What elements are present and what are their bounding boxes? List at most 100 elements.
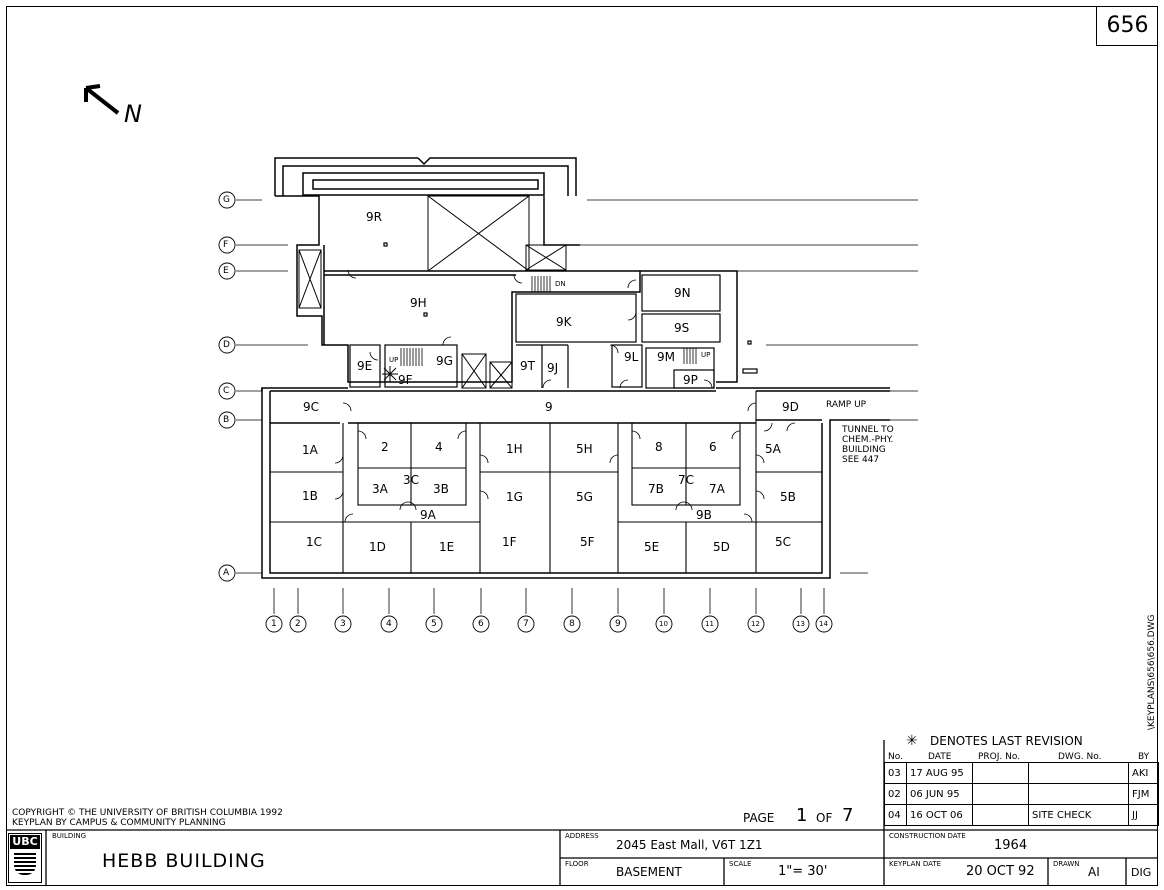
page-sep: OF (816, 811, 833, 825)
room-label: 1A (302, 443, 318, 457)
rev-proj (972, 783, 1029, 805)
copyright-line: COPYRIGHT © THE UNIVERSITY OF BRITISH CO… (12, 808, 283, 818)
room-label: 5B (780, 490, 796, 504)
rev-date: 06 JUN 95 (906, 783, 973, 805)
grid-col-label: 5 (431, 619, 437, 629)
page-current: 1 (796, 805, 808, 826)
room-label: 3A (372, 482, 388, 496)
north-label: N (124, 100, 142, 128)
rev-header: DWG. No. (1058, 752, 1102, 762)
rev-by: AKI (1128, 762, 1159, 784)
room-label: 9J (547, 361, 559, 375)
rev-by: FJM (1128, 783, 1159, 805)
room-label: 9R (366, 210, 382, 224)
revision-table: 03 17 AUG 95 AKI 02 06 JUN 95 FJM 04 16 … (884, 762, 1159, 826)
copyright-line: KEYPLAN BY CAMPUS & COMMUNITY PLANNING (12, 818, 226, 828)
room-label: 1F (502, 535, 517, 549)
room-label: 7A (709, 482, 725, 496)
table-row: 04 16 OCT 06 SITE CHECK JJ (884, 804, 1159, 826)
rev-dwg (1028, 762, 1129, 784)
room-label: 9C (303, 400, 320, 414)
stair-label: UP (701, 351, 711, 359)
building-label: BUILDING (52, 832, 87, 840)
table-row: 03 17 AUG 95 AKI (884, 762, 1159, 784)
ubc-logo-text: UBC (10, 835, 40, 849)
room-label: 5E (644, 540, 660, 554)
room-label: 9D (782, 400, 799, 414)
page-prefix: PAGE (743, 811, 775, 825)
address-value: 2045 East Mall, V6T 1Z1 (616, 838, 763, 852)
scale-label: SCALE (729, 860, 752, 868)
rev-no: 04 (884, 804, 907, 826)
grid-col-label: 1 (271, 619, 277, 629)
construction-date: 1964 (994, 838, 1028, 853)
ramp-label: RAMP UP (826, 400, 867, 410)
room-label: 3B (433, 482, 449, 496)
rev-proj (972, 804, 1029, 826)
rev-dwg: SITE CHECK (1028, 804, 1129, 826)
page-total: 7 (842, 805, 854, 826)
revision-star-icon: ✳ (906, 733, 918, 749)
grid-col-label: 9 (615, 619, 621, 629)
grid-col-label: 3 (340, 619, 346, 629)
room-label: 2 (381, 440, 389, 454)
room-label: 7B (648, 482, 664, 496)
room-label: 9S (674, 321, 690, 335)
room-label: 5A (765, 442, 781, 456)
room-label: 9K (556, 315, 572, 329)
drawn-value: AI (1088, 865, 1100, 879)
room-label: 1C (306, 535, 323, 549)
keyplan-date: 20 OCT 92 (966, 864, 1035, 879)
room-label: 1B (302, 489, 318, 503)
room-label: 9F (398, 373, 413, 387)
grid-row-label: F (223, 240, 229, 250)
tunnel-note-line: BUILDING (842, 445, 886, 455)
room-label: 8 (655, 440, 663, 454)
grid-row-label: D (223, 340, 230, 350)
room-label: 4 (435, 440, 443, 454)
revision-legend: DENOTES LAST REVISION (930, 734, 1083, 748)
scale-value: 1"= 30' (778, 864, 828, 879)
floor-value: BASEMENT (616, 865, 682, 879)
room-label: 5H (576, 442, 593, 456)
grid-row-label: G (223, 195, 230, 205)
grid-row-label: C (223, 386, 230, 396)
grid-col-label: 10 (659, 620, 668, 628)
grid-col-label: 11 (705, 620, 714, 628)
dig-label: DIG (1131, 866, 1152, 879)
room-label: 5D (713, 540, 730, 554)
construction-label: CONSTRUCTION DATE (889, 832, 966, 840)
grid-col-label: 14 (819, 620, 828, 628)
grid-row-label: E (223, 266, 229, 276)
rev-no: 02 (884, 783, 907, 805)
crest-icon (14, 851, 36, 875)
keyplan-label: KEYPLAN DATE (889, 860, 942, 868)
room-label: 9T (520, 359, 535, 373)
room-label: 1H (506, 442, 523, 456)
rev-by: JJ (1128, 804, 1159, 826)
tunnel-note-line: CHEM.-PHY. (842, 435, 894, 445)
drawing-frame (6, 6, 1158, 886)
grid-col-label: 12 (751, 620, 760, 628)
rev-dwg (1028, 783, 1129, 805)
rev-no: 03 (884, 762, 907, 784)
stair-label: DN (555, 280, 566, 288)
grid-col-label: 8 (569, 619, 575, 629)
room-label: 1D (369, 540, 386, 554)
rev-proj (972, 762, 1029, 784)
rev-date: 17 AUG 95 (906, 762, 973, 784)
grid-col-label: 6 (478, 619, 484, 629)
building-name: HEBB BUILDING (102, 850, 266, 872)
room-label: 5F (580, 535, 595, 549)
room-label: 1E (439, 540, 455, 554)
grid-col-label: 2 (295, 619, 301, 629)
room-label: 1G (506, 490, 523, 504)
tunnel-note-line: TUNNEL TO (842, 425, 894, 435)
floor-label: FLOOR (565, 860, 589, 868)
file-path: \KEYPLANS\656\656.DWG (1147, 614, 1157, 730)
grid-row-label: A (223, 568, 230, 578)
room-label: 9H (410, 296, 427, 310)
rev-header: DATE (928, 752, 952, 762)
